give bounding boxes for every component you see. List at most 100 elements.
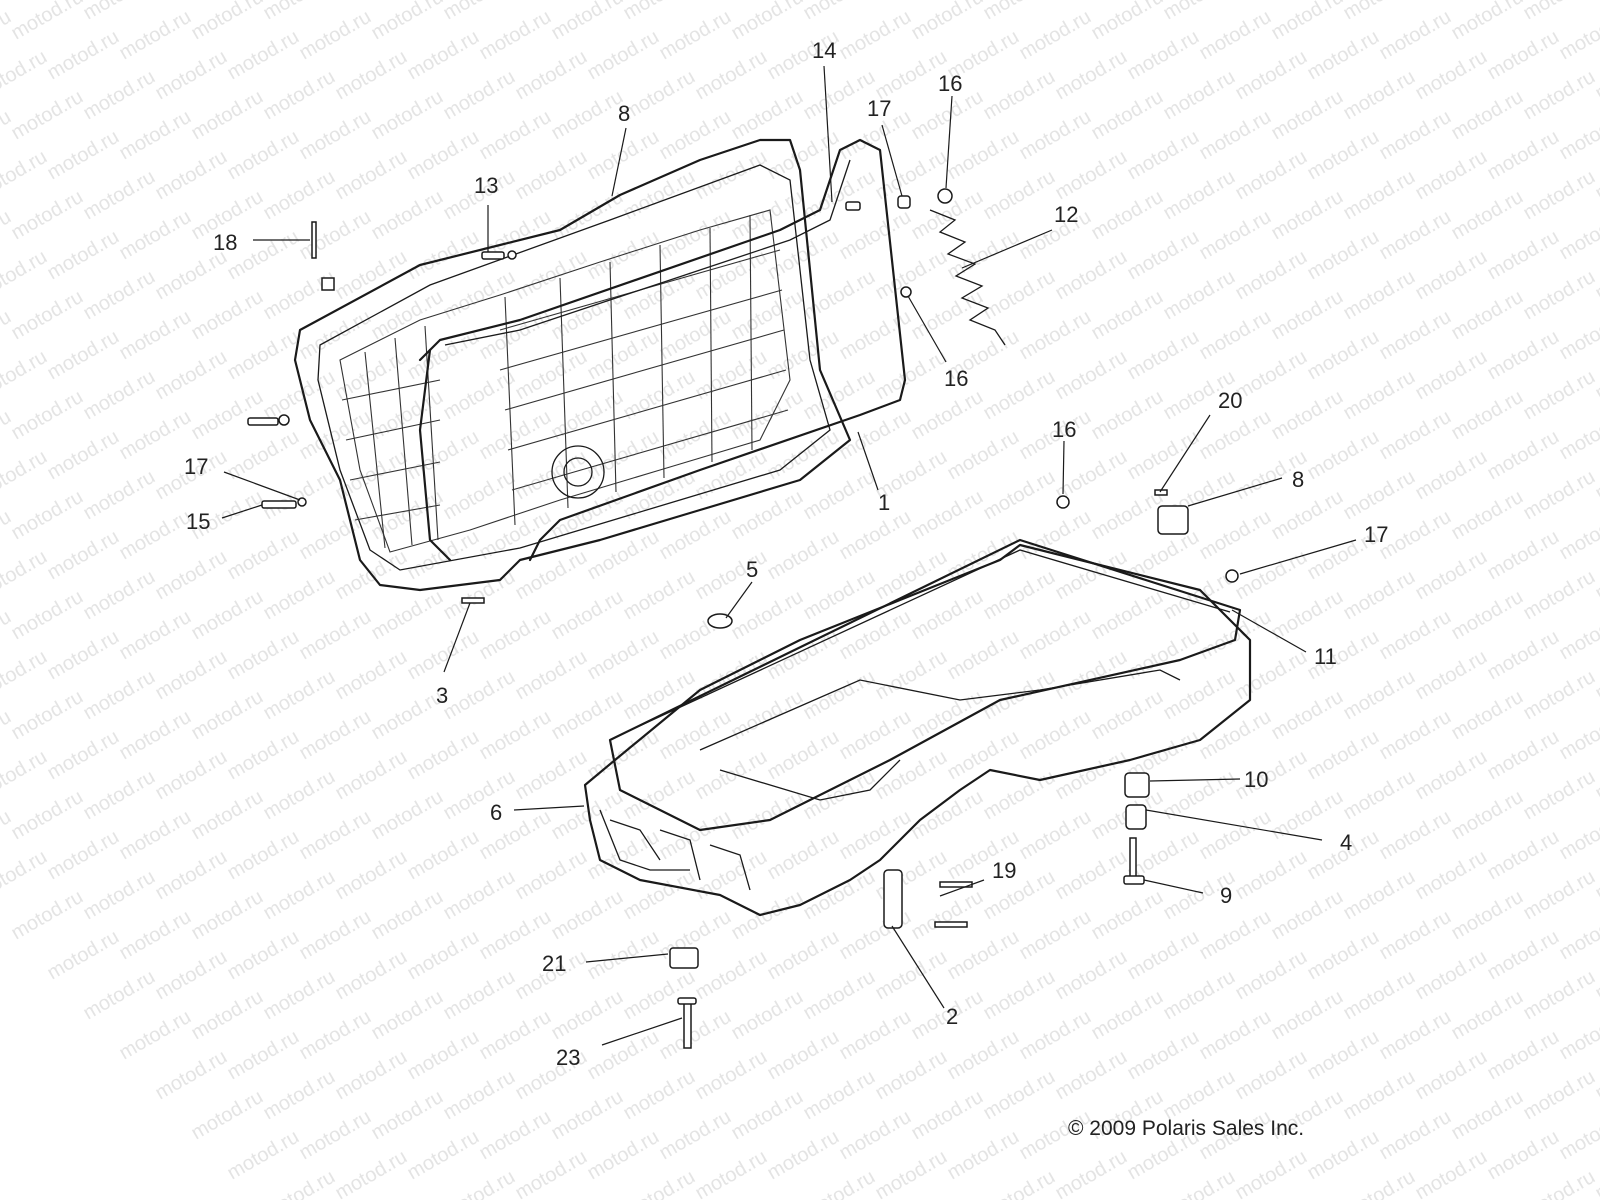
watermark-text: motod.ru	[836, 906, 915, 965]
watermark-text: motod.ru	[980, 566, 1059, 625]
watermark-text: motod.ru	[1160, 1166, 1239, 1200]
watermark-text: motod.ru	[584, 26, 663, 85]
watermark-text: motod.ru	[620, 166, 699, 225]
watermark-text: motod.ru	[296, 1006, 375, 1065]
watermark-text: motod.ru	[1520, 766, 1599, 825]
watermark-text: motod.ru	[1232, 346, 1311, 405]
watermark-text: motod.ru	[1340, 666, 1419, 725]
watermark-text: motod.ru	[188, 586, 267, 645]
watermark-text: motod.ru	[0, 546, 51, 605]
watermark-text: motod.ru	[296, 406, 375, 465]
callout-18: 17	[867, 96, 891, 121]
watermark-text: motod.ru	[404, 826, 483, 885]
watermark-text: motod.ru	[1052, 646, 1131, 705]
watermark-text: motod.ru	[512, 0, 591, 4]
watermark-text: motod.ru	[1448, 286, 1527, 345]
watermark-text: motod.ru	[1016, 606, 1095, 665]
watermark-text: motod.ru	[1268, 486, 1347, 545]
watermark-text: motod.ru	[980, 66, 1059, 125]
watermark-text: motod.ru	[368, 786, 447, 845]
watermark-text: motod.ru	[1340, 966, 1419, 1025]
watermark-text: motod.ru	[476, 806, 555, 865]
watermark-text: motod.ru	[512, 546, 591, 605]
watermark-text: motod.ru	[1232, 946, 1311, 1005]
watermark-text: motod.ru	[1556, 106, 1600, 165]
watermark-text: motod.ru	[368, 586, 447, 645]
watermark-text: motod.ru	[1376, 906, 1455, 965]
watermark-text: motod.ru	[0, 246, 51, 305]
watermark-text: motod.ru	[980, 466, 1059, 525]
watermark-text: motod.ru	[764, 1026, 843, 1085]
watermark-text: motod.ru	[728, 386, 807, 445]
watermark-text: motod.ru	[1052, 1146, 1131, 1200]
watermark-text: motod.ru	[260, 766, 339, 825]
watermark-text: motod.ru	[908, 386, 987, 445]
watermark-text: motod.ru	[476, 1106, 555, 1165]
watermark-text: motod.ru	[80, 966, 159, 1025]
watermark-text: motod.ru	[1016, 706, 1095, 765]
watermark-text: motod.ru	[1520, 166, 1599, 225]
watermark-text: motod.ru	[656, 1106, 735, 1165]
watermark-text: motod.ru	[1592, 1146, 1600, 1200]
watermark-text: motod.ru	[908, 486, 987, 545]
watermark-text: motod.ru	[260, 1066, 339, 1125]
watermark-text: motod.ru	[1124, 126, 1203, 185]
watermark-text: motod.ru	[1484, 726, 1563, 785]
watermark-text: motod.ru	[836, 506, 915, 565]
watermark-text: motod.ru	[692, 46, 771, 105]
watermark-text: motod.ru	[1448, 0, 1527, 44]
watermark-text: motod.ru	[620, 566, 699, 625]
watermark-text: motod.ru	[188, 386, 267, 445]
watermark-text: motod.ru	[152, 946, 231, 1005]
watermark-text: motod.ru	[728, 1086, 807, 1145]
watermark-text: motod.ru	[44, 26, 123, 85]
watermark-text: motod.ru	[260, 866, 339, 925]
watermark-text: motod.ru	[224, 26, 303, 85]
watermark-text: motod.ru	[764, 526, 843, 585]
watermark-text: motod.ru	[152, 1046, 231, 1105]
watermark-text: motod.ru	[1412, 146, 1491, 205]
watermark-text: motod.ru	[8, 386, 87, 445]
watermark-text: motod.ru	[1088, 886, 1167, 945]
watermark-text: motod.ru	[512, 446, 591, 505]
watermark-text: motod.ru	[800, 766, 879, 825]
watermark-text: motod.ru	[1124, 426, 1203, 485]
watermark-text: motod.ru	[8, 486, 87, 545]
watermark-text: motod.ru	[908, 886, 987, 945]
watermark-text: motod.ru	[1124, 226, 1203, 285]
watermark-text: motod.ru	[728, 486, 807, 545]
rack-frame	[418, 138, 907, 562]
watermark-text: motod.ru	[296, 706, 375, 765]
callout-13: 14	[812, 38, 836, 63]
watermark-text: motod.ru	[224, 526, 303, 585]
watermark-text: motod.ru	[1412, 46, 1491, 105]
watermark-text: motod.ru	[152, 846, 231, 905]
watermark-text: motod.ru	[260, 166, 339, 225]
watermark-text: motod.ru	[512, 846, 591, 905]
watermark-text: motod.ru	[548, 1086, 627, 1145]
watermark-text: motod.ru	[260, 666, 339, 725]
watermark-text: motod.ru	[404, 526, 483, 585]
watermark-text: motod.ru	[1304, 426, 1383, 485]
watermark-text: motod.ru	[1052, 846, 1131, 905]
watermark-text: motod.ru	[1016, 106, 1095, 165]
watermark-text: motod.ru	[548, 86, 627, 145]
watermark-text: motod.ru	[1376, 106, 1455, 165]
watermark-text: motod.ru	[440, 866, 519, 925]
watermark-text: motod.ru	[1412, 446, 1491, 505]
watermark-text: motod.ru	[80, 66, 159, 125]
watermark-text: motod.ru	[188, 286, 267, 345]
watermark-text: motod.ru	[944, 626, 1023, 685]
watermark-text: motod.ru	[944, 926, 1023, 985]
watermark-text: motod.ru	[0, 746, 51, 805]
watermark-text: motod.ru	[260, 1166, 339, 1200]
watermark-text: motod.ru	[1232, 0, 1311, 4]
watermark-text: motod.ru	[620, 1066, 699, 1125]
watermark-text: motod.ru	[620, 66, 699, 125]
callout-labels: 14 17 16 12 8 13 18 16 17 15 3 5 1 16 20…	[184, 38, 1388, 1070]
watermark-text: motod.ru	[620, 366, 699, 425]
watermark-text: motod.ru	[1412, 546, 1491, 605]
watermark-text: motod.ru	[800, 866, 879, 925]
watermark-text: motod.ru	[1448, 586, 1527, 645]
watermark-text: motod.ru	[872, 0, 951, 4]
